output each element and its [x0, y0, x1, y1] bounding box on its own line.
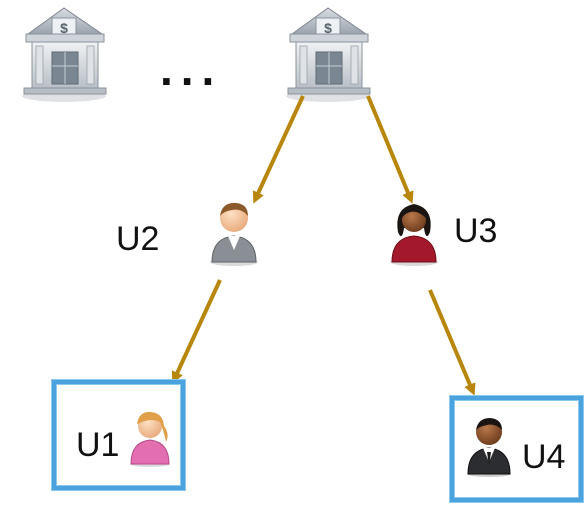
svg-text:$: $	[324, 20, 332, 36]
node-label-u1: U1	[76, 426, 120, 464]
man-avatar-icon	[210, 202, 258, 266]
node-label-u4: U4	[522, 438, 566, 476]
arrow-u3-to-u4	[428, 289, 476, 396]
svg-text:$: $	[60, 20, 68, 36]
ellipsis: ...	[160, 43, 223, 95]
bank-building-icon: $	[22, 7, 107, 102]
woman-avatar-icon	[130, 411, 170, 467]
man-suit-avatar-icon	[467, 418, 511, 477]
bank-building-icon: $	[286, 7, 371, 102]
highlight-frame-u1	[52, 380, 185, 490]
arrow-u2-to-u1	[171, 279, 222, 384]
node-label-u3: U3	[454, 212, 498, 250]
arrow-bank-to-u3	[366, 95, 414, 204]
highlight-frame-u4	[450, 396, 583, 502]
arrow-bank-to-u2	[252, 95, 305, 204]
woman-avatar-icon	[390, 204, 438, 266]
node-label-u2: U2	[116, 220, 160, 258]
